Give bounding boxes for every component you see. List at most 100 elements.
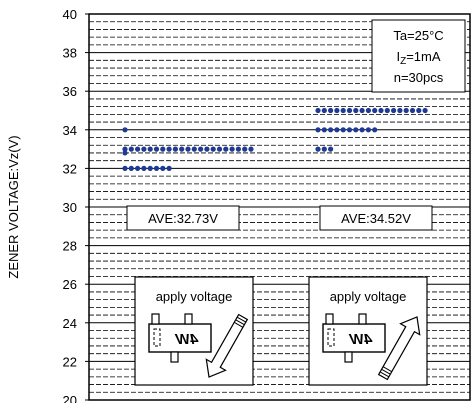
- average-label-box: [126, 205, 240, 231]
- package-lead-top: [184, 313, 193, 325]
- voltage-arrow: [377, 316, 421, 381]
- data-point: [328, 146, 334, 152]
- y-tick-label: 20: [63, 393, 77, 403]
- data-point: [334, 127, 340, 133]
- y-tick-label: 34: [63, 123, 77, 138]
- average-label: AVE:34.52V: [341, 211, 411, 226]
- component-diagrams: apply voltage 4W apply voltage 4W: [134, 276, 428, 386]
- data-point: [223, 146, 229, 152]
- data-point: [122, 127, 128, 133]
- data-point: [315, 107, 321, 114]
- package-lead-top: [325, 313, 334, 325]
- probe-stripe: [236, 316, 247, 323]
- component-marking: 4W: [174, 331, 199, 348]
- data-point: [353, 127, 359, 133]
- data-point: [216, 146, 223, 152]
- condition-text: Ta=25°C: [393, 28, 443, 43]
- probe-stripe: [235, 319, 245, 326]
- data-point: [141, 165, 147, 171]
- data-point: [403, 107, 409, 114]
- apply-voltage-label: apply voltage: [156, 289, 233, 304]
- condition-rest: =1mA: [406, 49, 441, 64]
- package-lead-top: [151, 313, 160, 325]
- data-point: [198, 146, 204, 152]
- data-point: [416, 107, 422, 114]
- data-point: [365, 107, 371, 114]
- data-point: [384, 107, 390, 114]
- data-point: [210, 146, 216, 152]
- probe-stripe: [233, 321, 244, 328]
- data-point: [328, 107, 334, 114]
- data-point: [166, 146, 172, 152]
- probe-stripe: [381, 368, 391, 375]
- y-axis-label: ZENER VOLTAGE:Vz(V): [6, 135, 21, 278]
- y-tick-label: 24: [63, 316, 77, 331]
- data-point: [359, 107, 365, 114]
- data-point: [122, 150, 128, 156]
- data-point: [346, 107, 353, 114]
- data-point: [128, 165, 134, 171]
- data-point: [229, 146, 235, 152]
- data-point: [153, 146, 160, 152]
- data-point: [147, 165, 153, 171]
- data-point: [160, 146, 166, 152]
- data-point: [128, 146, 134, 152]
- data-point: [248, 146, 254, 152]
- data-point: [315, 127, 321, 133]
- y-tick-label: 40: [63, 7, 77, 22]
- data-point: [353, 107, 359, 114]
- data-point: [160, 165, 166, 171]
- data-point: [166, 165, 172, 171]
- y-tick-label: 30: [63, 200, 77, 215]
- data-point: [141, 146, 147, 152]
- package-lead-bottom: [170, 351, 179, 363]
- plot-frame: [88, 13, 471, 401]
- condition-text: IZ=1mA: [396, 49, 440, 67]
- cathode-marker: [327, 328, 335, 347]
- voltage-arrow: [205, 313, 249, 378]
- data-point: [422, 107, 428, 114]
- data-point: [315, 146, 321, 152]
- package-lead-bottom: [344, 351, 353, 363]
- package-lead-top: [358, 313, 367, 325]
- average-label-box: [319, 205, 433, 231]
- data-point: [372, 107, 378, 114]
- y-tick-label: 38: [63, 46, 77, 61]
- data-point: [372, 127, 378, 133]
- data-point: [147, 146, 153, 152]
- y-tick-label: 28: [63, 239, 77, 254]
- y-tick-label: 32: [63, 161, 77, 176]
- conditions-box: [371, 19, 466, 93]
- data-point: [346, 127, 353, 133]
- condition-subscript: Z: [400, 56, 406, 67]
- data-point: [185, 146, 191, 152]
- data-point: [153, 165, 160, 171]
- data-point: [365, 127, 371, 133]
- y-tick-label: 22: [63, 354, 77, 369]
- data-point: [321, 107, 327, 114]
- y-tick-label: 36: [63, 84, 77, 99]
- data-point: [321, 127, 327, 133]
- component-marking: 4W: [348, 331, 373, 348]
- data-point: [397, 107, 403, 114]
- data-point: [409, 107, 416, 114]
- data-point: [179, 146, 185, 152]
- data-point: [340, 107, 346, 114]
- data-point: [334, 107, 340, 114]
- data-point: [378, 107, 384, 114]
- probe-stripe: [379, 371, 390, 378]
- average-label: AVE:32.73V: [148, 211, 218, 226]
- data-point: [172, 146, 178, 152]
- probe-stripe: [382, 366, 393, 373]
- data-point: [235, 146, 241, 152]
- data-point: [321, 146, 327, 152]
- y-tick-label: 26: [63, 277, 77, 292]
- data-points: [122, 107, 428, 171]
- cathode-marker: [153, 328, 161, 347]
- apply-voltage-label: apply voltage: [330, 289, 407, 304]
- arrow-shape: [377, 316, 421, 381]
- data-point: [191, 146, 197, 152]
